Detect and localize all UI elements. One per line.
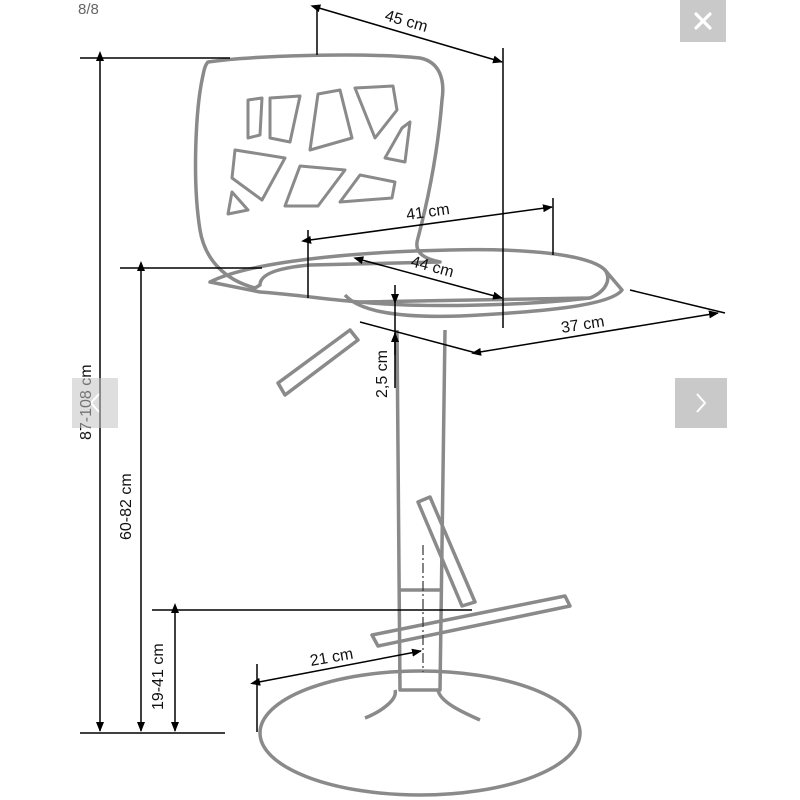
close-icon [694, 12, 712, 30]
label-base-width: 37 cm [560, 313, 606, 337]
footrest-depth-line [250, 648, 422, 686]
next-image-button[interactable] [675, 378, 727, 428]
seat-width-line [301, 204, 553, 244]
previous-image-button[interactable] [72, 378, 118, 428]
base-width-line [471, 310, 719, 356]
seat-edge [343, 268, 624, 319]
footrest-bar [370, 594, 572, 648]
image-counter: 8/8 [78, 1, 99, 18]
label-seat-depth: 44 cm [409, 253, 455, 281]
label-backrest-depth: 45 cm [383, 8, 430, 36]
footrest-support [416, 495, 477, 608]
backrest-depth-line [310, 4, 503, 64]
base-cone [364, 689, 481, 722]
gas-column [395, 329, 447, 692]
seat-depth-line [353, 256, 503, 300]
dimension-lines [80, 4, 726, 734]
close-button[interactable] [680, 0, 726, 42]
label-footrest-depth: 21 cm [309, 646, 355, 670]
label-seat-height: 60-82 cm [118, 473, 135, 540]
label-seat-thickness: 2,5 cm [374, 350, 391, 398]
stool-illustration [193, 53, 624, 797]
seat-top [208, 247, 610, 304]
label-seat-width: 41 cm [405, 201, 451, 224]
label-footrest-height: 19-41 cm [150, 643, 167, 710]
backrest-cutouts [226, 84, 412, 216]
chevron-right-icon [696, 393, 707, 413]
height-lever [276, 328, 360, 397]
chevron-left-icon [89, 393, 100, 413]
